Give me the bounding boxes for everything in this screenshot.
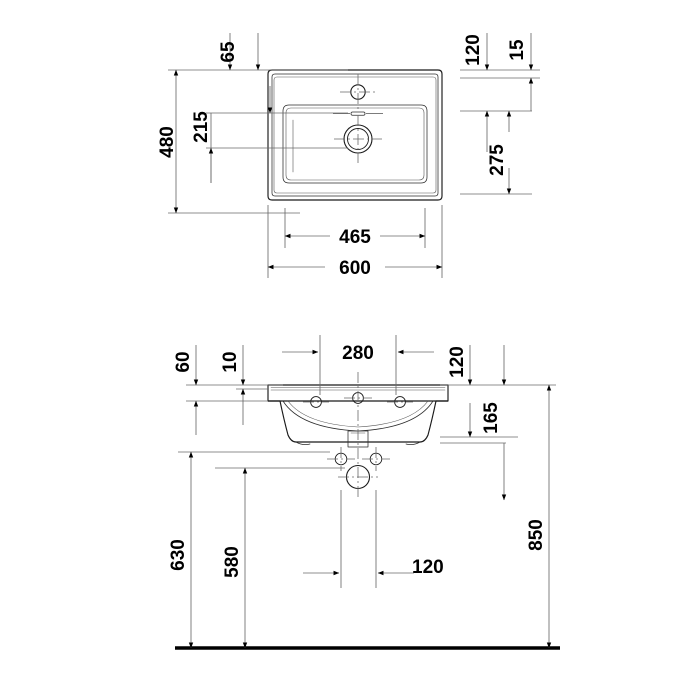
dimension-elev-165: 165 [481,345,507,501]
dimension-label-580: 580 [222,546,243,578]
dimension-elev-280: 280 [282,335,434,395]
dimension-label-465: 465 [339,227,371,248]
dimension-plan-215: 215 [191,86,273,183]
dimension-plan-465: 465 [284,227,426,248]
dimension-elev-120-bottom: 120 [303,490,444,588]
elevation-view-group: 60 10 280 [168,335,560,650]
dimension-label-215: 215 [191,111,212,143]
dimension-label-120-plan: 120 [463,34,484,66]
dimension-label-120-elev: 120 [447,346,468,378]
elevation-right-dimension-lines [440,384,556,444]
dimension-label-850: 850 [526,519,547,551]
plan-overflow-slot [333,111,383,116]
dimension-label-480: 480 [157,126,178,158]
dimension-plan-600: 600 [267,258,443,279]
dimension-elev-60: 60 [173,345,199,435]
dimension-plan-65: 65 [218,33,261,71]
dimension-elev-120-top: 120 [447,345,473,438]
dimension-label-120-bottom: 120 [412,557,444,578]
dimension-label-165: 165 [481,402,502,434]
dimension-label-280: 280 [342,343,374,364]
dimension-elev-10: 10 [220,345,246,425]
plan-drain-hole [334,115,382,163]
dimension-label-65: 65 [218,41,239,63]
dimension-plan-480: 480 [157,69,179,214]
plan-sink-outline [267,69,443,201]
plan-right-dimension-lines [460,69,540,195]
plan-tap-hole [340,74,376,110]
dimension-plan-15: 15 [507,33,534,111]
elevation-lower-dimension-lines [178,451,345,469]
dimension-label-10: 10 [220,351,241,372]
dimension-label-15-plan: 15 [507,39,528,61]
dimension-label-60: 60 [173,351,194,372]
dimension-label-275: 275 [487,144,508,176]
dimension-label-600: 600 [339,258,371,279]
dimension-elev-850: 850 [526,384,552,649]
dimension-plan-275: 275 [484,110,512,195]
plan-bowl-outline [282,104,428,184]
dimension-plan-120: 120 [463,33,490,71]
dimension-label-630: 630 [168,539,189,571]
dimension-elev-580: 580 [222,467,248,649]
plan-view-group: 480 215 65 [157,33,540,279]
dimension-elev-630: 630 [168,451,194,649]
